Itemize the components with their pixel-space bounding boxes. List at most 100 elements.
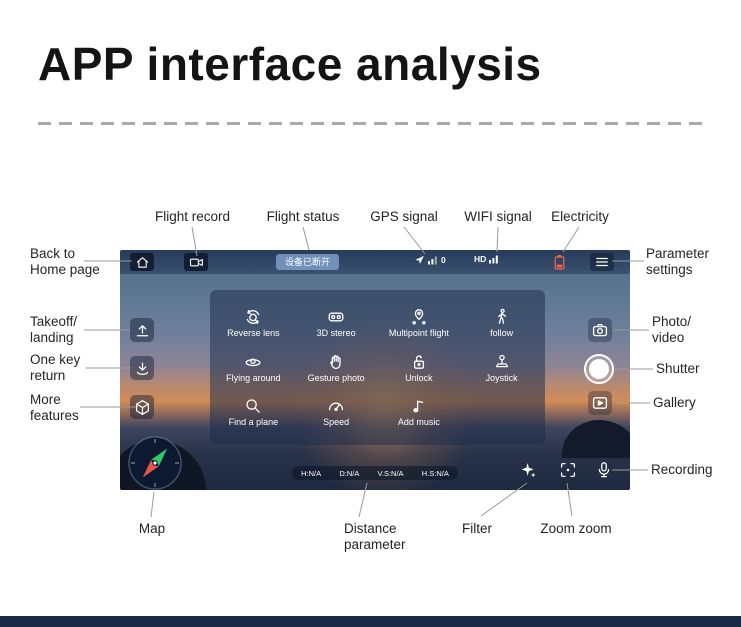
feature-unlock[interactable]: Unlock [378,353,461,383]
label-more-features: More features [30,392,79,424]
speedometer-icon [329,402,344,412]
label-line: Takeoff/ [30,314,78,329]
feature-add-music[interactable]: Add music [378,397,461,427]
feature-label: Multipoint flight [388,327,449,338]
microphone-icon [598,462,610,478]
signal-bars-icon [428,256,437,264]
flight-record-button[interactable] [184,253,208,271]
signal-bars-icon [489,255,499,264]
device-status-chip[interactable]: 设备已断开 [276,254,340,270]
feature-follow[interactable]: follow [460,308,543,338]
shutter-inner-circle [589,359,609,379]
compass-icon [128,436,182,490]
telemetry-h: H:N/A [301,468,322,478]
photo-video-button[interactable] [588,318,612,342]
feature-label: Find a plane [228,417,279,428]
more-features-button[interactable] [130,395,154,419]
label-zoom-zoom: Zoom zoom [540,521,612,536]
filter-button[interactable] [518,460,538,480]
feature-flying-around[interactable]: Flying around [212,353,295,383]
rock-silhouette [562,420,630,458]
dashed-separator [38,122,702,125]
label-back-to-home: Back to Home page [30,246,100,278]
magnifier-icon [246,399,261,414]
label-takeoff-landing: Takeoff/ landing [30,314,77,346]
joystick-icon [495,354,508,367]
feature-3d-stereo[interactable]: 3D stereo [295,308,378,338]
gallery-button[interactable] [588,391,612,415]
return-icon [136,362,148,375]
feature-reverse-lens[interactable]: Reverse lens [212,308,295,338]
zoom-button[interactable] [558,460,578,480]
shutter-button[interactable] [584,354,614,384]
feature-find-a-plane[interactable]: Find a plane [212,397,295,427]
takeoff-icon [136,324,148,336]
parameter-settings-button[interactable] [590,253,614,271]
feature-label: Speed [323,417,350,428]
label-line: Back to [30,246,76,261]
label-photo-video: Photo/ video [652,314,691,346]
label-filter: Filter [462,521,492,536]
feature-label: Flying around [226,372,281,383]
footer-bar [0,616,741,627]
line-flight-status [302,226,310,251]
page-title: APP interface analysis [38,38,542,90]
line-wifi-signal [496,226,499,253]
gps-plane-icon [415,255,424,264]
feature-panel: Reverse lens 3D stereo Multipoint flight… [210,290,545,445]
flight-record-icon [189,258,203,266]
label-recording: Recording [651,462,713,477]
one-key-return-button[interactable] [130,356,154,380]
recording-button[interactable] [594,460,614,480]
label-flight-status: Flight status [266,209,340,224]
wifi-signal-indicator[interactable]: HD [474,254,499,264]
label-line: settings [646,262,693,277]
hd-label: HD [474,254,487,264]
label-line: One key [30,352,81,367]
label-line: features [30,408,79,423]
hand-icon [330,354,341,369]
telemetry-d: D:N/A [339,468,360,478]
label-wifi-signal: WIFI signal [464,209,532,224]
reverse-lens-icon [247,309,260,324]
label-line: Home page [30,262,100,277]
label-flight-record: Flight record [154,209,231,224]
orbit-icon [245,357,261,366]
label-gps-signal: GPS signal [370,209,438,224]
app-top-bar: 设备已断开 0 HD [120,250,630,274]
label-line: More [30,392,61,407]
home-icon [136,256,148,268]
gps-signal-indicator[interactable]: 0 [414,254,446,265]
label-gallery: Gallery [653,395,696,410]
waypoint-pin-icon [412,308,426,325]
feature-label: Gesture photo [307,372,365,383]
feature-label: Joystick [485,372,518,383]
feature-joystick[interactable]: Joystick [460,353,543,383]
telemetry-hs: H.S:N/A [421,468,449,478]
gps-count: 0 [441,254,446,265]
line-electricity [562,226,580,253]
takeoff-landing-button[interactable] [130,318,154,342]
label-line: video [652,330,685,345]
label-map: Map [138,521,166,536]
menu-icon [596,257,608,267]
walking-person-icon [497,308,506,324]
label-line: return [30,368,66,383]
feature-row: Flying around Gesture photo Unlock Joyst… [212,353,543,383]
battery-icon[interactable] [554,254,565,270]
map-widget[interactable] [128,436,182,490]
label-electricity: Electricity [551,209,609,224]
feature-gesture-photo[interactable]: Gesture photo [295,353,378,383]
feature-label: Reverse lens [227,327,280,338]
feature-label: follow [490,327,514,338]
label-line: landing [30,330,74,345]
padlock-icon [413,354,424,369]
feature-multipoint-flight[interactable]: Multipoint flight [378,308,461,338]
label-parameter-settings: Parameter settings [646,246,709,278]
sparkle-icon [521,463,536,478]
feature-label: 3D stereo [316,327,356,338]
feature-speed[interactable]: Speed [295,397,378,427]
line-map [150,491,155,518]
home-button[interactable] [130,253,154,271]
